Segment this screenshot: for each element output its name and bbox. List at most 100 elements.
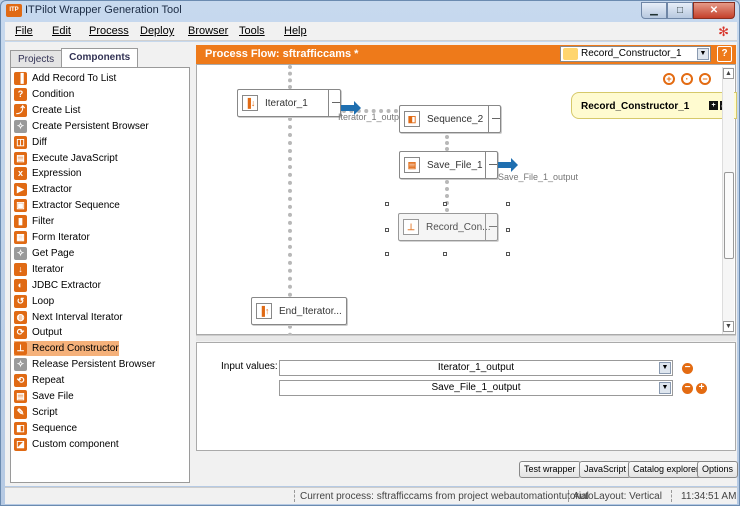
component-item[interactable]: ⟳Output — [14, 325, 62, 340]
menu-deploy[interactable]: Deploy — [140, 25, 175, 37]
component-item[interactable]: ⊥Record Constructor — [14, 341, 119, 357]
node-iterator[interactable]: ▐↓ Iterator_1 — [237, 89, 341, 117]
component-item[interactable]: ?Condition — [14, 87, 74, 102]
scroll-down-icon[interactable]: ▼ — [723, 321, 734, 332]
component-item[interactable]: ▮Filter — [14, 214, 54, 229]
menu-process[interactable]: Process — [89, 25, 129, 37]
component-item[interactable]: ▤Save File — [14, 389, 74, 404]
javascript-button[interactable]: JavaScript — [579, 461, 632, 478]
selection-handle[interactable] — [443, 252, 447, 256]
settings-gear-icon[interactable]: ✻ — [718, 24, 729, 39]
node-record-constructor[interactable]: ⊥ Record_Con... — [398, 213, 498, 241]
expression-icon: x — [14, 167, 27, 181]
browser-icon: ✧ — [14, 119, 27, 133]
component-item[interactable]: ▶Extractor — [14, 182, 72, 197]
component-item[interactable]: ✧Release Persistent Browser — [14, 357, 155, 372]
chevron-down-icon[interactable]: ▼ — [659, 362, 671, 374]
component-label: Extractor — [32, 184, 73, 196]
selection-handle[interactable] — [506, 228, 510, 232]
component-label: Release Persistent Browser — [32, 359, 156, 371]
component-item[interactable]: ▦Form Iterator — [14, 230, 90, 245]
component-item[interactable]: ⟲Repeat — [14, 373, 64, 388]
node-label: Save_File_1 — [427, 160, 483, 171]
save-file-icon: ▤ — [14, 390, 27, 403]
node-port[interactable] — [488, 106, 500, 132]
selection-handle[interactable] — [443, 202, 447, 206]
component-item[interactable]: ◍Next Interval Iterator — [14, 310, 123, 325]
node-port[interactable] — [485, 152, 497, 178]
node-end-iterator[interactable]: ▐↑ End_Iterator... — [251, 297, 347, 325]
iterator-output-label: Iterator_1_outp — [338, 112, 400, 122]
sequence-icon: ◧ — [404, 111, 420, 127]
process-flow-header: Process Flow: sftrafficcams * Record_Con… — [196, 45, 736, 64]
selection-handle[interactable] — [385, 228, 389, 232]
component-item[interactable]: ▐Add Record To List — [14, 71, 116, 86]
selection-handle[interactable] — [385, 202, 389, 206]
component-item[interactable]: ◧Sequence — [14, 421, 77, 436]
help-button[interactable]: ? — [717, 46, 732, 62]
add-input-icon[interactable]: + — [696, 383, 707, 394]
node-label: Record_Con... — [426, 222, 491, 233]
remove-input-icon[interactable]: − — [682, 383, 693, 394]
component-selector[interactable]: Record_Constructor_1 ▼ — [560, 46, 711, 62]
component-label: Filter — [32, 216, 55, 228]
form-iterator-icon: ▦ — [14, 231, 27, 244]
horizontal-splitter[interactable] — [196, 335, 736, 341]
node-port[interactable] — [328, 90, 340, 116]
menu-help[interactable]: Help — [284, 25, 307, 37]
component-item[interactable]: ▤Execute JavaScript — [14, 151, 118, 166]
get-page-icon: ✧ — [14, 246, 27, 260]
component-item[interactable]: ◫Diff — [14, 135, 47, 150]
scroll-thumb[interactable] — [724, 172, 734, 259]
component-item[interactable]: ✎Script — [14, 405, 58, 420]
zoom-in-icon[interactable]: + — [663, 73, 675, 85]
component-label: Loop — [32, 295, 55, 307]
zoom-reset-icon[interactable]: · — [681, 73, 693, 85]
process-flow-canvas[interactable]: + · − ▐↓ Iterator_1 Iterator_1_outp ◧ Se… — [196, 64, 737, 337]
add-icon[interactable]: + — [709, 101, 718, 110]
selected-component-tooltip: Record_Constructor_1 + ⤢ — [571, 92, 737, 119]
catalog-explorer-button[interactable]: Catalog explorer — [628, 461, 705, 478]
minimize-button[interactable]: ▁ — [641, 2, 667, 19]
component-item[interactable]: ⤴Create List — [14, 103, 80, 118]
test-wrapper-button[interactable]: Test wrapper — [519, 461, 581, 478]
component-item[interactable]: ◪Custom component — [14, 437, 119, 452]
chevron-down-icon[interactable]: ▼ — [697, 48, 709, 60]
component-label: Create Persistent Browser — [32, 120, 149, 132]
tab-components[interactable]: Components — [61, 48, 139, 67]
node-label: Sequence_2 — [427, 114, 484, 125]
status-layout: AutoLayout: Vertical — [573, 491, 662, 502]
remove-input-icon[interactable]: − — [682, 363, 693, 374]
menu-browser[interactable]: Browser — [188, 25, 229, 37]
chevron-down-icon[interactable]: ▼ — [659, 382, 671, 394]
menu-edit[interactable]: Edit — [52, 25, 71, 37]
component-item[interactable]: ↺Loop — [14, 294, 54, 309]
menu-file[interactable]: File — [15, 25, 33, 37]
input-value-select-2[interactable]: Save_File_1_output ▼ — [279, 380, 673, 396]
selection-handle[interactable] — [506, 202, 510, 206]
iterator-icon: ▐↓ — [242, 95, 258, 111]
node-port[interactable] — [485, 214, 497, 240]
menu-tools[interactable]: Tools — [239, 25, 265, 37]
component-item[interactable]: ◐JDBC Extractor — [14, 278, 101, 293]
component-item[interactable]: ✧ Create Persistent Browser — [14, 119, 149, 134]
maximize-button[interactable]: □ — [667, 2, 693, 19]
component-label: Custom component — [32, 438, 119, 450]
node-save-file[interactable]: ▤ Save_File_1 — [399, 151, 498, 179]
panel-splitter[interactable] — [191, 42, 195, 486]
scroll-up-icon[interactable]: ▲ — [723, 68, 734, 79]
input-value-select-1[interactable]: Iterator_1_output ▼ — [279, 360, 673, 376]
component-item[interactable]: ✧Get Page — [14, 246, 74, 261]
selection-handle[interactable] — [506, 252, 510, 256]
selection-handle[interactable] — [385, 252, 389, 256]
zoom-out-icon[interactable]: − — [699, 73, 711, 85]
component-item[interactable]: ↓Iterator — [14, 262, 64, 277]
canvas-vertical-scrollbar[interactable]: ▲ ▼ — [722, 67, 734, 334]
close-button[interactable]: ✕ — [693, 2, 735, 19]
tab-projects[interactable]: Projects — [10, 50, 63, 67]
save-file-output-label: Save_File_1_output — [498, 172, 579, 182]
options-button[interactable]: Options — [697, 461, 739, 478]
component-item[interactable]: ▣Extractor Sequence — [14, 198, 120, 213]
node-sequence[interactable]: ◧ Sequence_2 — [399, 105, 501, 133]
